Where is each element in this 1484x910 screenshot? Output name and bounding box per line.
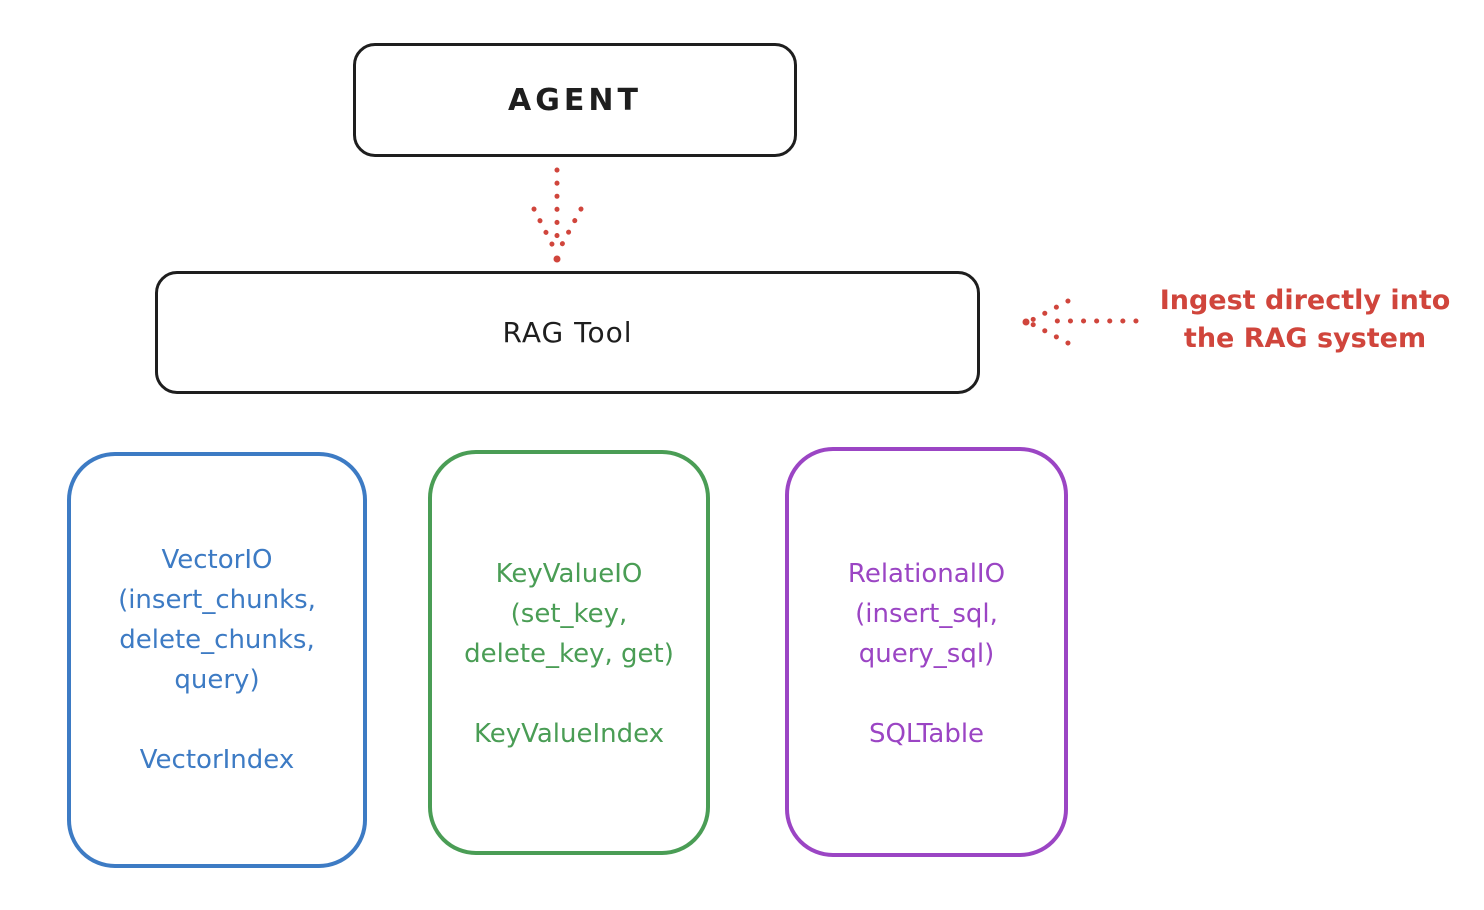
spacer (432, 674, 706, 714)
agent-label: AGENT (508, 82, 642, 118)
vector-io-box: VectorIO (insert_chunks, delete_chunks, … (67, 452, 367, 868)
ingest-annotation: Ingest directly into the RAG system (1140, 282, 1470, 358)
ingest-annotation-line2: the RAG system (1183, 323, 1427, 354)
vector-io-args-line2: delete_chunks, (119, 625, 315, 655)
vector-io-args-line3: query) (174, 665, 260, 695)
agent-to-ragtool-arrow (531, 167, 584, 263)
rag-tool-node: RAG Tool (155, 271, 980, 394)
agent-node: AGENT (353, 43, 797, 157)
spacer (789, 674, 1064, 714)
keyvalue-io-box: KeyValueIO (set_key, delete_key, get) Ke… (428, 450, 710, 855)
keyvalue-io-args-line2: delete_key, get) (464, 639, 674, 669)
spacer (71, 700, 363, 740)
relational-io-args-line2: query_sql) (858, 639, 995, 669)
annotation-to-ragtool-arrow (1022, 298, 1139, 346)
keyvalue-io-title: KeyValueIO (495, 559, 643, 589)
keyvalue-index-label: KeyValueIndex (473, 719, 665, 749)
ingest-annotation-line1: Ingest directly into (1159, 285, 1451, 316)
keyvalue-io-args-line1: (set_key, (510, 599, 628, 629)
vector-io-title: VectorIO (161, 545, 273, 575)
vector-io-args-line1: (insert_chunks, (118, 585, 316, 615)
vector-index-label: VectorIndex (139, 745, 295, 775)
relational-io-args-line1: (insert_sql, (855, 599, 998, 629)
rag-tool-label: RAG Tool (502, 316, 633, 349)
sql-table-label: SQLTable (868, 719, 985, 749)
relational-io-box: RelationalIO (insert_sql, query_sql) SQL… (785, 447, 1068, 857)
relational-io-title: RelationalIO (847, 559, 1006, 589)
